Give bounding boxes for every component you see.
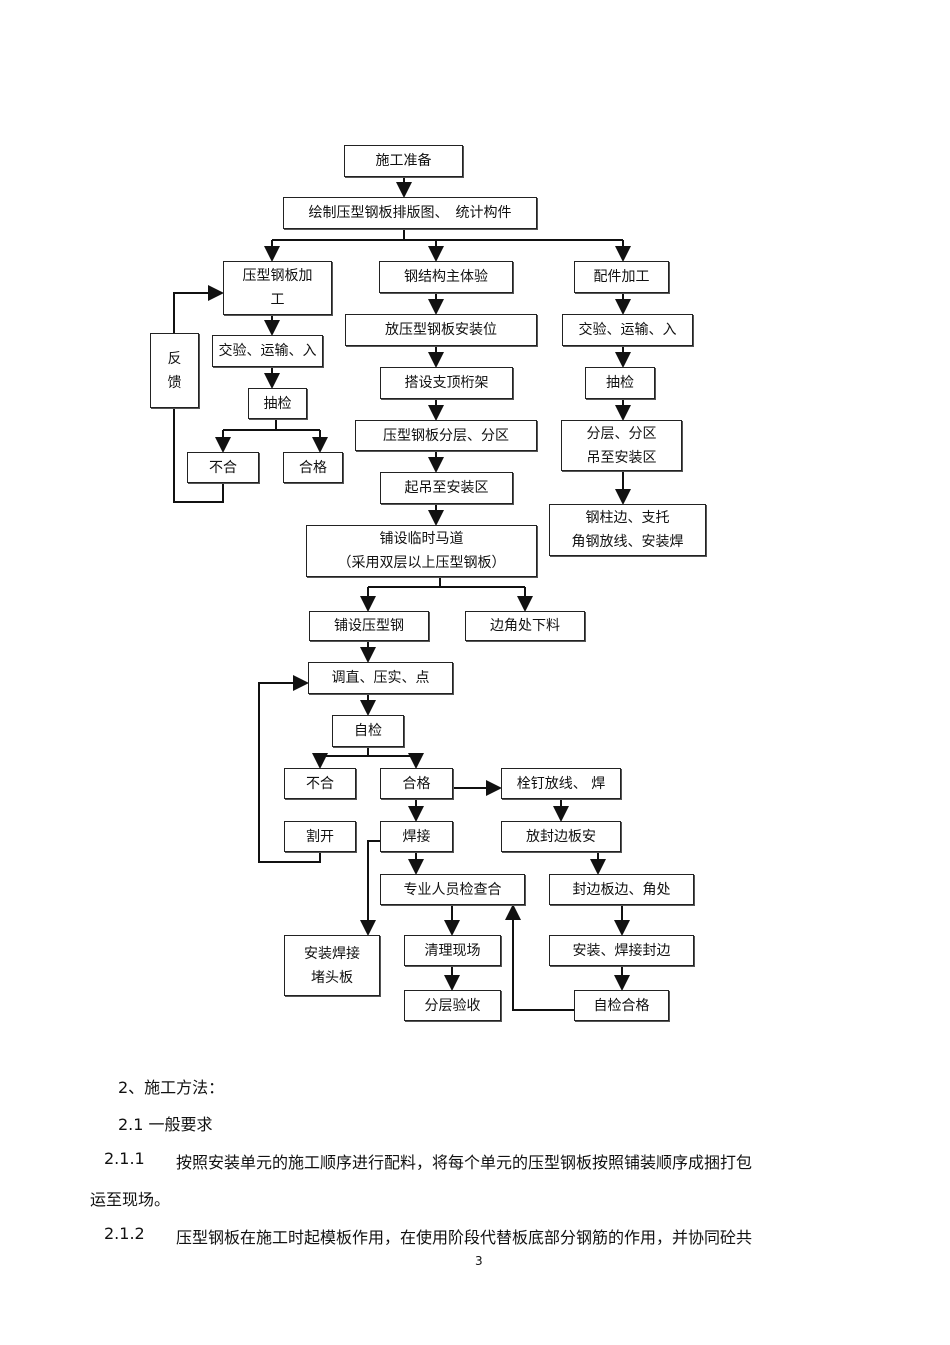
label: 吊至安装区 bbox=[586, 449, 657, 466]
label: 焊接 bbox=[402, 828, 431, 845]
step-r5: 钢柱边、支托角钢放线、安装焊 bbox=[549, 504, 706, 556]
step-d17: 自检合格 bbox=[574, 990, 669, 1021]
label: 铺设临时马道 bbox=[379, 531, 464, 547]
label: 堵头板 bbox=[311, 969, 353, 986]
step-c6: 铺设临时马道 （采用双层以上压型钢板） bbox=[306, 525, 537, 577]
step-feedback: 反馈 bbox=[150, 333, 199, 408]
label: 反馈 bbox=[167, 350, 182, 391]
label: （采用双层以上压型钢板） bbox=[337, 555, 506, 571]
clause-text-cont: 运至现场。 bbox=[90, 1190, 171, 1209]
label: 抽检 bbox=[263, 395, 292, 412]
label: 压型钢板分层、分区 bbox=[383, 427, 509, 444]
label: 放压型钢板安装位 bbox=[385, 322, 497, 338]
step-d14: 清理现场 bbox=[404, 935, 501, 966]
label: 边角处下料 bbox=[490, 618, 560, 634]
step-r1: 配件加工 bbox=[574, 261, 669, 293]
label: 钢柱边、支托 bbox=[585, 510, 670, 526]
step-d16: 分层验收 bbox=[404, 990, 501, 1021]
label: 割开 bbox=[306, 828, 334, 845]
label: 施工准备 bbox=[375, 153, 432, 169]
step-c3: 搭设支顶桁架 bbox=[380, 367, 513, 399]
label: 封边板边、角处 bbox=[572, 881, 671, 898]
label: 栓钉放线、 焊 bbox=[516, 775, 606, 792]
clause-number: 2.1.2 bbox=[104, 1224, 145, 1243]
label: 钢结构主体验 bbox=[404, 269, 488, 285]
step-d6: 合格 bbox=[380, 768, 453, 799]
label: 自检合格 bbox=[593, 997, 650, 1014]
step-prep: 施工准备 bbox=[344, 145, 463, 177]
label: 压型钢板加工 bbox=[242, 268, 313, 308]
subsection-heading: 2.1 一般要求 bbox=[118, 1115, 213, 1134]
label: 清理现场 bbox=[424, 942, 481, 959]
label: 安装焊接 bbox=[304, 945, 360, 962]
step-d5: 不合 bbox=[284, 768, 356, 799]
step-r4: 分层、分区吊至安装区 bbox=[561, 420, 682, 471]
step-d11: 专业人员检查合 bbox=[380, 874, 525, 905]
step-d10: 放封边板安 bbox=[501, 821, 621, 852]
label: 专业人员检查合 bbox=[403, 881, 502, 898]
label: 起吊至安装区 bbox=[404, 480, 489, 496]
step-c5: 起吊至安装区 bbox=[380, 472, 513, 504]
step-l3: 抽检 bbox=[248, 388, 307, 419]
step-r2: 交验、运输、入 bbox=[562, 314, 693, 346]
label: 交验、运输、入 bbox=[578, 322, 677, 338]
step-d2: 边角处下料 bbox=[465, 611, 585, 641]
step-r3: 抽检 bbox=[585, 367, 655, 399]
step-c4: 压型钢板分层、分区 bbox=[355, 420, 537, 451]
section-heading: 2、施工方法： bbox=[118, 1078, 225, 1097]
step-l5: 合格 bbox=[283, 452, 343, 483]
label: 分层、分区 bbox=[586, 425, 657, 442]
label: 角钢放线、安装焊 bbox=[571, 534, 684, 550]
page-number: 3 bbox=[475, 1254, 483, 1268]
step-d1: 铺设压型钢 bbox=[309, 611, 429, 641]
label: 不合 bbox=[306, 775, 334, 792]
label: 抽检 bbox=[606, 375, 634, 391]
label: 铺设压型钢 bbox=[334, 618, 404, 634]
step-l4: 不合 bbox=[187, 452, 259, 483]
step-d4: 自检 bbox=[332, 715, 404, 747]
label: 交验、运输、入 bbox=[218, 343, 317, 359]
label: 合格 bbox=[299, 459, 327, 476]
label: 放封边板安 bbox=[526, 828, 596, 845]
step-c2: 放压型钢板安装位 bbox=[345, 314, 537, 346]
label: 安装、焊接封边 bbox=[572, 942, 671, 959]
step-d9: 焊接 bbox=[380, 821, 453, 852]
label: 绘制压型钢板排版图、 统计构件 bbox=[308, 205, 512, 221]
step-d7: 栓钉放线、 焊 bbox=[501, 768, 621, 799]
step-l1: 压型钢板加工 bbox=[223, 261, 332, 315]
label: 配件加工 bbox=[593, 269, 650, 285]
step-d15: 安装、焊接封边 bbox=[549, 935, 694, 966]
clause-text: 压型钢板在施工时起模板作用，在使用阶段代替板底部分钢筋的作用，并协同砼共 bbox=[176, 1228, 753, 1247]
label: 合格 bbox=[402, 775, 431, 792]
clause-text: 按照安装单元的施工顺序进行配料，将每个单元的压型钢板按照铺装顺序成捆打包 bbox=[176, 1153, 753, 1172]
label: 不合 bbox=[209, 459, 237, 476]
label: 调直、压实、点 bbox=[331, 670, 430, 686]
step-d8: 割开 bbox=[284, 821, 356, 852]
step-c1: 钢结构主体验 bbox=[379, 261, 513, 293]
step-d3: 调直、压实、点 bbox=[308, 662, 453, 694]
clause-number: 2.1.1 bbox=[104, 1149, 145, 1168]
step-d12: 封边板边、角处 bbox=[549, 874, 694, 905]
label: 分层验收 bbox=[424, 997, 481, 1014]
label: 自检 bbox=[354, 723, 382, 739]
label: 搭设支顶桁架 bbox=[404, 375, 489, 391]
step-d13: 安装焊接堵头板 bbox=[284, 935, 380, 996]
step-draw: 绘制压型钢板排版图、 统计构件 bbox=[283, 197, 537, 229]
step-l2: 交验、运输、入 bbox=[212, 335, 323, 367]
